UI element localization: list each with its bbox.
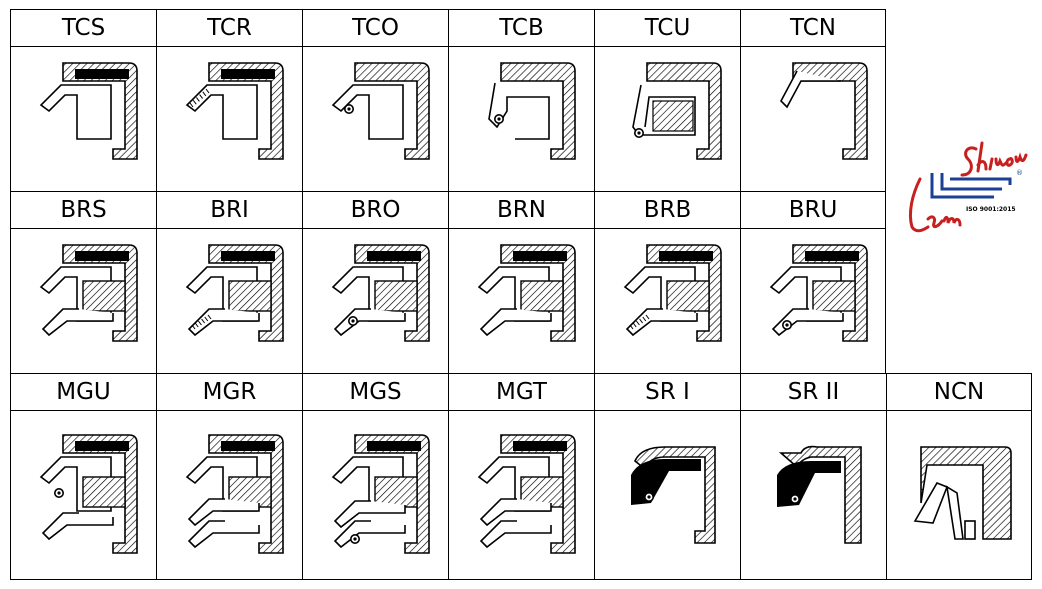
seal-label: TCN [741, 10, 885, 47]
seal-cell-tcn: TCN [740, 9, 886, 192]
seal-label: MGR [157, 374, 302, 411]
seal-label: MGT [449, 374, 594, 411]
seal-cell-bri: BRI [156, 191, 303, 374]
mgt-seal-icon [477, 434, 576, 554]
seal-cell-tcu: TCU [594, 9, 741, 192]
seal-label: BRI [157, 192, 302, 229]
registered-mark: ® [1016, 169, 1023, 177]
seal-label: TCO [303, 10, 448, 47]
lam-shinon-logo: ® ISO 9001:2015 [898, 135, 1030, 245]
tcu-seal-icon [632, 62, 722, 160]
seal-cell-mgs: MGS [302, 373, 449, 580]
brn-seal-icon [477, 244, 576, 342]
tco-seal-icon [331, 62, 430, 160]
bri-seal-icon [185, 244, 284, 342]
ncn-seal-icon [913, 446, 1012, 540]
logo-graphic: ® ISO 9001:2015 [908, 141, 1028, 233]
brb-seal-icon [623, 244, 722, 342]
seal-cell-brs: BRS [10, 191, 157, 374]
tcr-seal-icon [185, 62, 284, 160]
mgu-seal-icon [39, 434, 138, 554]
seal-cell-tcb: TCB [448, 9, 595, 192]
bro-seal-icon [331, 244, 430, 342]
seal-cell-ncn: NCN [886, 373, 1032, 580]
seal-cell-tcr: TCR [156, 9, 303, 192]
bru-seal-icon [769, 244, 868, 342]
seal-label: NCN [887, 374, 1031, 411]
seal-label: SR I [595, 374, 740, 411]
sr2-seal-icon [777, 445, 862, 544]
seal-label: TCU [595, 10, 740, 47]
seal-label: BRU [741, 192, 885, 229]
seal-cell-mgu: MGU [10, 373, 157, 580]
seal-label: SR II [741, 374, 886, 411]
mgs-seal-icon [331, 434, 430, 554]
mgr-seal-icon [185, 434, 284, 554]
seal-cell-sr2: SR II [740, 373, 887, 580]
seal-label: MGU [11, 374, 156, 411]
tcb-seal-icon [488, 62, 576, 160]
seal-cell-tco: TCO [302, 9, 449, 192]
seal-label: TCS [11, 10, 156, 47]
seal-cell-mgr: MGR [156, 373, 303, 580]
seal-cell-bru: BRU [740, 191, 886, 374]
seal-label: TCB [449, 10, 594, 47]
seal-label: BRN [449, 192, 594, 229]
iso-certification: ISO 9001:2015 [966, 206, 1016, 213]
sr1-seal-icon [631, 446, 716, 544]
tcn-seal-icon [780, 62, 868, 160]
seal-label: BRB [595, 192, 740, 229]
seal-cell-sr1: SR I [594, 373, 741, 580]
seal-label: BRS [11, 192, 156, 229]
seal-cell-mgt: MGT [448, 373, 595, 580]
seal-label: MGS [303, 374, 448, 411]
seal-cell-brb: BRB [594, 191, 741, 374]
seal-cell-brn: BRN [448, 191, 595, 374]
seal-label: TCR [157, 10, 302, 47]
seal-label: BRO [303, 192, 448, 229]
brs-seal-icon [39, 244, 138, 342]
seal-cell-bro: BRO [302, 191, 449, 374]
seal-cell-tcs: TCS [10, 9, 157, 192]
tcs-seal-icon [39, 62, 138, 160]
